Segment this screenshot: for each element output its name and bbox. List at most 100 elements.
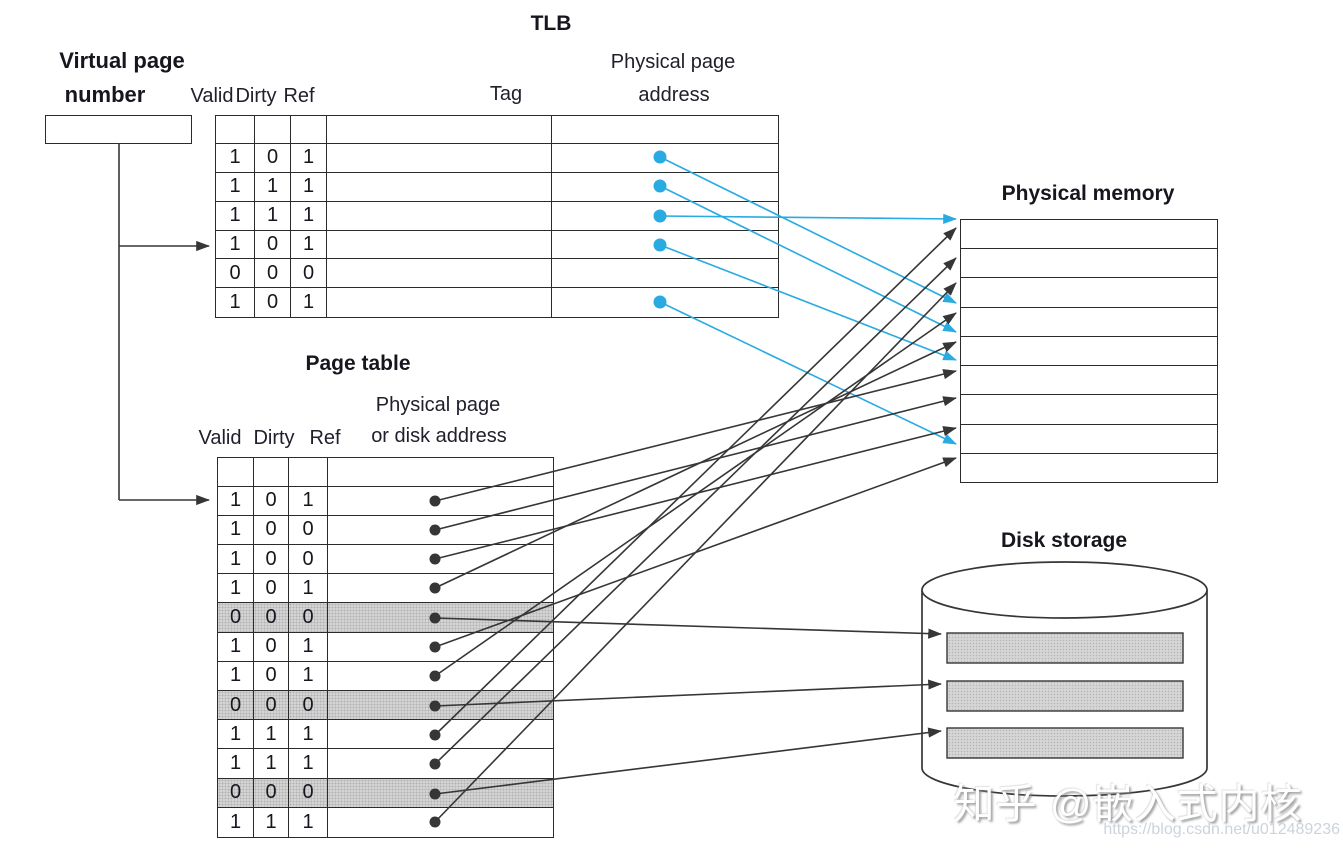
page-table-ref-cell: 1: [289, 574, 328, 604]
tlb-address-cell: [552, 144, 778, 173]
page-table-ref-cell: 0: [289, 515, 328, 545]
page-table-valid-cell: 1: [218, 749, 254, 779]
disk-cylinder: [921, 561, 1208, 797]
tlb-tag-cell: [327, 201, 552, 231]
tlb-title: TLB: [530, 12, 572, 35]
page-table-dirty-cell: 0: [254, 515, 289, 545]
page-table-valid-header: Valid: [198, 427, 242, 449]
page-table-ref-cell: 1: [289, 807, 328, 837]
virtual-page-number-box: [45, 115, 192, 144]
page-table-ref-cell: 1: [289, 720, 328, 750]
pointer-arrow-tlb-row-6-to-physical-memory-row-9: [659, 301, 957, 445]
page-table-address-cell: [328, 487, 553, 516]
page-table-valid-cell: 1: [218, 661, 254, 691]
page-table-header-cell: [254, 458, 289, 487]
page-table-valid-cell: 0: [218, 690, 254, 721]
physical-memory-row: [961, 454, 1217, 482]
page-table-dirty-cell: 0: [254, 778, 289, 808]
tlb-address-cell: [552, 259, 778, 289]
tlb-valid-header: Valid: [190, 85, 234, 107]
physical-memory-table: [960, 219, 1218, 483]
page-table-address-header-line2: or disk address: [371, 425, 507, 447]
disk-platter-3: [946, 727, 1184, 759]
page-table-address-header-line1: Physical page: [375, 394, 501, 416]
page-table-dirty-cell: 0: [254, 661, 289, 691]
physical-memory-title: Physical memory: [1001, 182, 1175, 205]
page-table-valid-cell: 1: [218, 515, 254, 545]
page-table-address-cell: [328, 633, 553, 662]
tlb-header-cell: [216, 116, 255, 144]
page-table-valid-cell: 1: [218, 574, 254, 604]
page-table-address-cell: [328, 662, 553, 691]
page-table-dirty-cell: 1: [254, 720, 289, 750]
tlb-ref-header: Ref: [283, 85, 315, 107]
disk-platter-1: [946, 632, 1184, 664]
page-table-address-cell: [328, 778, 553, 808]
tlb-address-cell: [552, 202, 778, 231]
page-table-dirty-cell: 0: [254, 690, 289, 721]
page-table-ref-cell: 1: [289, 661, 328, 691]
tlb-ref-cell: 1: [291, 144, 327, 173]
tlb-valid-cell: 0: [216, 259, 255, 289]
page-table-ref-cell: 0: [289, 603, 328, 633]
tlb-header-cell: [255, 116, 291, 144]
physical-memory-row: [961, 395, 1217, 425]
tlb-valid-cell: 1: [216, 144, 255, 173]
tlb-ref-cell: 0: [291, 259, 327, 289]
tlb-ref-cell: 1: [291, 288, 327, 317]
page-table-ref-cell: 0: [289, 690, 328, 721]
page-table-valid-cell: 0: [218, 603, 254, 633]
physical-memory-row: [961, 425, 1217, 454]
tlb-dirty-cell: 0: [255, 144, 291, 173]
tlb-address-cell: [552, 231, 778, 260]
tlb-dirty-header: Dirty: [235, 85, 277, 107]
tlb-tag-cell: [327, 230, 552, 260]
physical-memory-row: [961, 249, 1217, 279]
tlb-dirty-cell: 0: [255, 230, 291, 260]
tlb-header-cell: [552, 116, 778, 144]
page-table-title: Page table: [305, 352, 411, 375]
page-table-valid-cell: 0: [218, 778, 254, 808]
page-table-valid-cell: 1: [218, 720, 254, 750]
virtual-page-number-label-line2: number: [64, 82, 146, 107]
tlb-tag-header: Tag: [489, 83, 523, 105]
page-table-dirty-cell: 0: [254, 574, 289, 604]
tlb-ref-cell: 1: [291, 201, 327, 231]
physical-memory-row: [961, 308, 1217, 337]
tlb-dirty-cell: 1: [255, 201, 291, 231]
physical-memory-row: [961, 220, 1217, 250]
tlb-valid-cell: 1: [216, 172, 255, 202]
tlb-tag-cell: [327, 259, 552, 289]
page-table-header-cell: [328, 458, 553, 487]
page-table-address-cell: [328, 690, 553, 721]
page-table-ref-cell: 0: [289, 778, 328, 808]
physical-memory-row: [961, 278, 1217, 308]
page-table-address-cell: [328, 808, 553, 837]
tlb-address-cell: [552, 173, 778, 202]
page-table-dirty-header: Dirty: [253, 427, 295, 449]
tlb-address-header-line2: address: [638, 84, 710, 106]
page-table-dirty-cell: 0: [254, 544, 289, 575]
page-table-dirty-cell: 0: [254, 486, 289, 516]
disk-storage-title: Disk storage: [1000, 529, 1128, 552]
page-table-ref-cell: 1: [289, 486, 328, 516]
page-table-valid-cell: 1: [218, 544, 254, 575]
tlb-valid-cell: 1: [216, 201, 255, 231]
tlb-valid-cell: 1: [216, 230, 255, 260]
watermark-csdn-url: https://blog.csdn.net/u012489236: [1103, 821, 1340, 838]
page-table-dirty-cell: 0: [254, 603, 289, 633]
tlb-dirty-cell: 0: [255, 288, 291, 317]
page-table-ref-cell: 1: [289, 749, 328, 779]
page-table-address-cell: [328, 603, 553, 633]
page-table-valid-cell: 1: [218, 807, 254, 837]
page-table-address-cell: [328, 516, 553, 545]
tlb-ref-cell: 1: [291, 172, 327, 202]
tlb-dirty-cell: 1: [255, 172, 291, 202]
tlb-address-header-line1: Physical page: [610, 51, 736, 73]
physical-memory-row: [961, 366, 1217, 396]
disk-platter-2: [946, 680, 1184, 712]
page-table-address-cell: [328, 749, 553, 779]
